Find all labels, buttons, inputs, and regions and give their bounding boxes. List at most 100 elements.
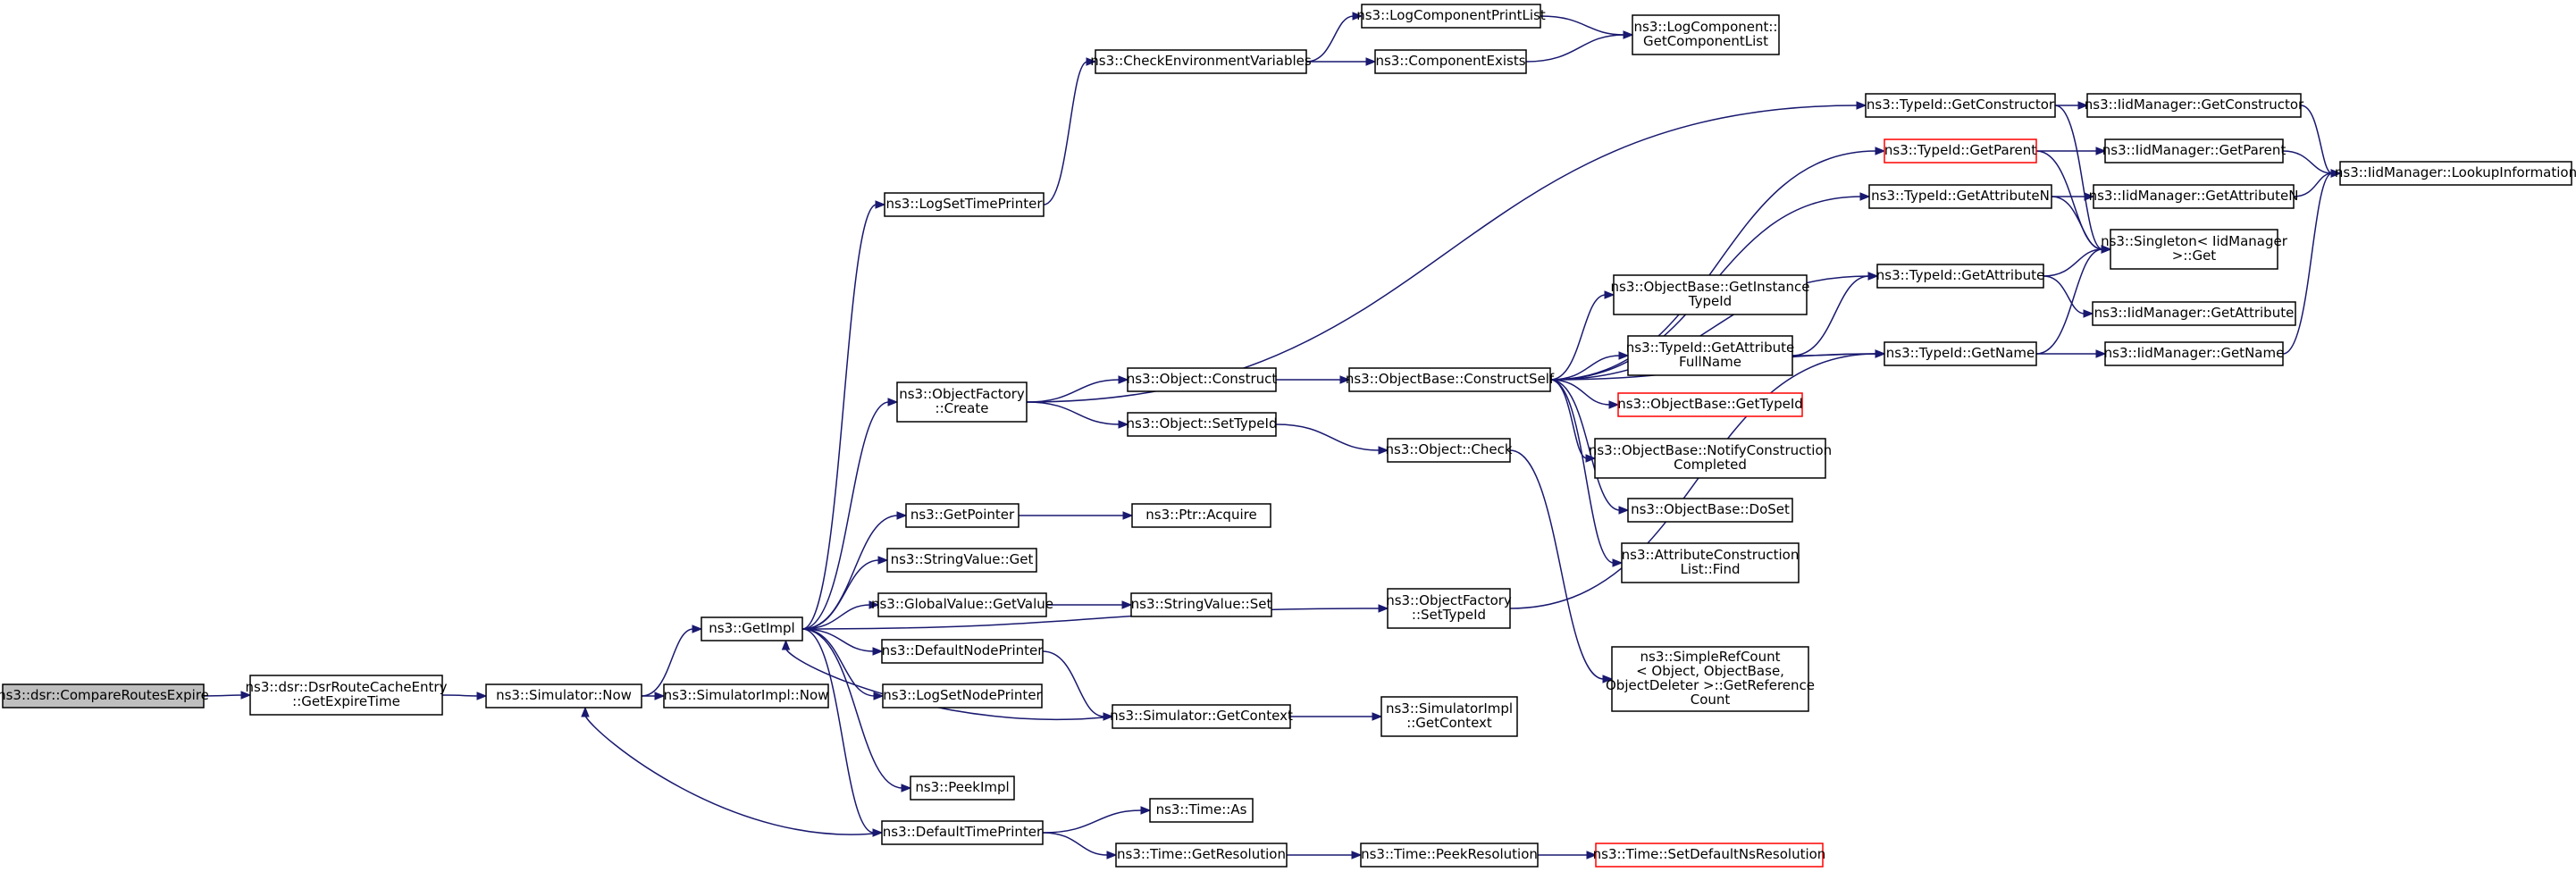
node-label: List::Find (1680, 561, 1740, 577)
node-objfcreate[interactable]: ns3::ObjectFactory::Create (896, 382, 1028, 423)
node-box (1632, 14, 1780, 55)
node-label: ns3::GetPointer (910, 507, 1015, 523)
edge-arrowhead (1351, 851, 1363, 859)
node-getpointer[interactable]: ns3::GetPointer (905, 503, 1019, 528)
node-objfsettypeid[interactable]: ns3::ObjectFactory::SetTypeId (1386, 588, 1512, 629)
node-box (2104, 341, 2284, 366)
node-strvalget[interactable]: ns3::StringValue::Get (886, 548, 1037, 573)
node-logsettime[interactable]: ns3::LogSetTimePrinter (884, 192, 1045, 217)
node-notifyconstr[interactable]: ns3::ObjectBase::NotifyConstructionCompl… (1589, 438, 1832, 479)
node-label: ns3::IidManager::GetAttributeN (2089, 188, 2299, 204)
node-simimplgetctx[interactable]: ns3::SimulatorImpl::GetContext (1380, 696, 1518, 737)
node-timeas[interactable]: ns3::Time::As (1149, 798, 1254, 823)
node-label: ns3::SimulatorImpl::Now (664, 687, 829, 703)
node-logsetnode[interactable]: ns3::LogSetNodePrinter (882, 683, 1043, 708)
node-simplerefcount[interactable]: ns3::SimpleRefCount< Object, ObjectBase,… (1606, 646, 1815, 712)
node-iidgetname[interactable]: ns3::IidManager::GetName (2104, 341, 2285, 366)
edge-deftimeprinter-to-simnow (584, 715, 883, 835)
node-doset[interactable]: ns3::ObjectBase::DoSet (1627, 498, 1793, 523)
node-peekimpl[interactable]: ns3::PeekImpl (910, 776, 1015, 801)
node-globalget[interactable]: ns3::GlobalValue::GetValue (871, 592, 1053, 617)
edge-arrowhead (901, 784, 912, 792)
node-compexists[interactable]: ns3::ComponentExists (1374, 49, 1527, 74)
node-getimpl[interactable]: ns3::GetImpl (701, 616, 803, 641)
node-ptracquire[interactable]: ns3::Ptr::Acquire (1131, 503, 1271, 528)
node-singletonget[interactable]: ns3::Singleton< IidManager >::Get (2101, 229, 2288, 270)
node-typeidgetctor[interactable]: ns3::TypeId::GetConstructor (1865, 93, 2056, 118)
node-label: ns3::Object::Construct (1127, 371, 1278, 387)
node-getexpire[interactable]: ns3::dsr::DsrRouteCacheEntry::GetExpireT… (246, 675, 448, 716)
node-label: ::GetContext (1406, 715, 1492, 731)
node-label: ns3::CheckEnvironmentVariables (1090, 53, 1312, 69)
node-label: ns3::IidManager::GetParent (2102, 142, 2287, 158)
node-typeidgetname[interactable]: ns3::TypeId::GetName (1884, 341, 2037, 366)
node-box (2092, 301, 2296, 326)
node-simgetctx[interactable]: ns3::Simulator::GetContext (1110, 704, 1293, 729)
node-label: ns3::LogSetNodePrinter (883, 687, 1042, 703)
node-logprintlist[interactable]: ns3::LogComponentPrintList (1356, 4, 1546, 29)
edge-arrowhead (2330, 169, 2342, 178)
node-simimplnow[interactable]: ns3::SimulatorImpl::Now (663, 683, 829, 708)
edge-constructself-to-objbasegettypeid (1549, 379, 1611, 406)
edge-objfcreate-to-objsettypeid (1026, 401, 1120, 425)
node-box (1884, 341, 2037, 366)
node-objcheck[interactable]: ns3::Object::Check (1385, 438, 1513, 463)
edge-objfsettypeid-to-typeidgetname (1509, 353, 1877, 609)
node-iidgetattrn[interactable]: ns3::IidManager::GetAttributeN (2089, 184, 2299, 209)
node-timesetdef[interactable]: ns3::Time::SetDefaultNsResolution (1593, 843, 1826, 868)
node-label: ns3::ObjectBase::GetInstance (1611, 279, 1810, 295)
edge-arrowhead (781, 639, 791, 650)
node-objsettypeid[interactable]: ns3::Object::SetTypeId (1127, 412, 1278, 437)
node-label: ns3::LogComponent:: (1634, 19, 1778, 35)
edge-getimpl-to-logsettime (801, 204, 877, 630)
edge-iidgetctor-to-iidlookup (2300, 105, 2333, 174)
node-objconstruct[interactable]: ns3::Object::Construct (1127, 367, 1278, 392)
node-getcomplist[interactable]: ns3::LogComponent::GetComponentList (1632, 14, 1780, 55)
edge-constructself-to-typeidgetparent (1549, 150, 1877, 381)
node-label: ::SetTypeId (1412, 607, 1486, 623)
node-iidlookup[interactable]: ns3::IidManager::LookupInformation (2335, 161, 2576, 186)
node-checkenv[interactable]: ns3::CheckEnvironmentVariables (1090, 49, 1312, 74)
edge-arrowhead (1140, 806, 1152, 815)
node-constructself[interactable]: ns3::ObjectBase::ConstructSelf (1346, 367, 1555, 392)
edge-arrowhead (1378, 446, 1389, 455)
edge-constructself-to-doset (1549, 379, 1621, 511)
node-typeidgetattrn[interactable]: ns3::TypeId::GetAttributeN (1868, 184, 2052, 209)
edge-getimpl-to-defnodeprinter (801, 628, 875, 652)
edge-constructself-to-objbasegetinst (1549, 294, 1607, 381)
node-strvalset[interactable]: ns3::StringValue::Set (1130, 592, 1272, 617)
node-typeidgetparent[interactable]: ns3::TypeId::GetParent (1884, 138, 2037, 164)
node-label: ns3::TypeId::GetAttribute (1876, 267, 2044, 283)
node-iidgetctor[interactable]: ns3::IidManager::GetConstructor (2085, 93, 2304, 118)
node-label: ns3::GlobalValue::GetValue (871, 596, 1053, 612)
node-defnodeprinter[interactable]: ns3::DefaultNodePrinter (881, 639, 1045, 664)
node-timepeekres[interactable]: ns3::Time::PeekResolution (1360, 843, 1539, 868)
node-label: ns3::dsr::CompareRoutesExpire (0, 687, 209, 703)
edge-objfcreate-to-objconstruct (1026, 379, 1120, 403)
node-compare[interactable]: ns3::dsr::CompareRoutesExpire (0, 683, 209, 708)
node-objbasegettypeid[interactable]: ns3::ObjectBase::GetTypeId (1617, 392, 1803, 417)
node-box (2, 683, 205, 708)
edge-arrowhead (1118, 420, 1129, 429)
edge-constructself-to-attrconstrfind (1549, 379, 1615, 564)
node-iidgetattr[interactable]: ns3::IidManager::GetAttribute (2092, 301, 2296, 326)
node-box (1131, 503, 1271, 528)
edge-iidgetparent-to-iidlookup (2282, 150, 2333, 174)
node-iidgetparent[interactable]: ns3::IidManager::GetParent (2102, 138, 2287, 164)
node-timegetres[interactable]: ns3::Time::GetResolution (1115, 843, 1288, 868)
edge-arrowhead (1612, 558, 1624, 567)
node-deftimeprinter[interactable]: ns3::DefaultTimePrinter (881, 820, 1044, 845)
node-simnow[interactable]: ns3::Simulator::Now (485, 683, 642, 708)
edge-constructself-to-typeidgetattrfull (1549, 355, 1621, 381)
edge-arrowhead (1339, 375, 1351, 384)
edge-arrowhead (1608, 400, 1620, 409)
edge-arrowhead (2095, 349, 2107, 358)
node-label: ns3::Time::As (1156, 801, 1247, 818)
node-typeidgetattr[interactable]: ns3::TypeId::GetAttribute (1876, 264, 2044, 289)
edge-getimpl-to-objfcreate (801, 401, 890, 630)
node-box (1095, 49, 1307, 74)
node-label: ns3::SimulatorImpl (1386, 700, 1513, 717)
